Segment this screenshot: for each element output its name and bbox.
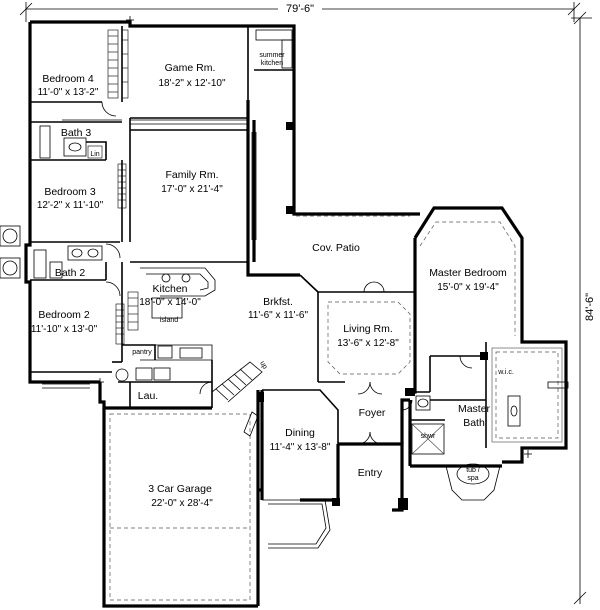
width-dimension-line: 79'-6" [19,1,581,22]
summer-kitchen-label-1: summer [259,52,285,59]
overall-depth-label: 84'-6" [584,293,596,321]
closets [87,29,139,345]
ceiling-outlines [109,215,516,601]
linen-label: Lin [90,151,99,158]
bedroom3-size: 12'-2" x 11'-10" [37,200,104,211]
bedroom4-size: 11'-0" x 13'-2" [38,87,99,98]
family-room-name: Family Rm. [165,169,218,181]
entry-label: Entry [358,467,383,479]
wall-blocks [258,122,488,510]
family-room-size: 17'-0" x 21'-4" [161,184,223,195]
tub-label-1: tub / [466,467,480,474]
electrical-marks [96,16,532,458]
laundry-label: Lau. [138,390,158,402]
bath2-label: Bath 2 [55,267,86,279]
dining-size: 11'-4" x 13'-8" [270,442,331,453]
walk-in-closet-label: w.i.c. [497,369,514,376]
fixtures [0,29,569,501]
master-bedroom-size: 15'-0" x 19'-4" [437,282,499,293]
game-room-name: Game Rm. [165,62,216,74]
master-bath-label-1: Master [458,403,491,415]
bedroom4-name: Bedroom 4 [42,73,94,85]
overall-width-label: 79'-6" [286,3,314,15]
bedroom3-name: Bedroom 3 [44,186,96,198]
breakfast-size: 11'-6" x 11'-6" [248,310,308,321]
bath3-label: Bath 3 [61,127,92,139]
dining-name: Dining [285,427,315,439]
breakfast-name: Brkfst. [263,296,293,308]
summer-kitchen-label-2: kitchen [261,60,283,67]
room-labels: Bedroom 4 11'-0" x 13'-2" Game Rm. 18'-2… [31,52,514,509]
master-bath-label-2: Bath [463,417,485,429]
covered-patio-label: Cov. Patio [312,242,360,254]
windows [25,119,257,389]
pantry-label: pantry [132,349,152,356]
exterior-walls [24,20,568,608]
kitchen-name: Kitchen [152,283,187,295]
garage-size: 22'-0" x 28'-4" [151,498,213,509]
door-swings [101,101,473,445]
master-bedroom-name: Master Bedroom [429,267,507,279]
living-room-size: 13'-6" x 12'-8" [337,338,399,349]
shower-label: shwr [421,433,436,440]
game-room-size: 18'-2" x 12'-10" [158,78,226,89]
stairs-up-label: up [258,360,268,370]
living-room-name: Living Rm. [343,323,393,335]
depth-dimension-line: 84'-6" [571,11,598,605]
bedroom2-size: 11'-10" x 13'-0" [31,324,98,335]
island-label: island [160,317,178,324]
bedroom2-name: Bedroom 2 [38,309,90,321]
kitchen-size: 18'-0" x 14'-0" [139,297,201,308]
garage-name: 3 Car Garage [148,483,212,495]
tub-label-2: spa [467,475,478,482]
foyer-label: Foyer [359,407,386,419]
